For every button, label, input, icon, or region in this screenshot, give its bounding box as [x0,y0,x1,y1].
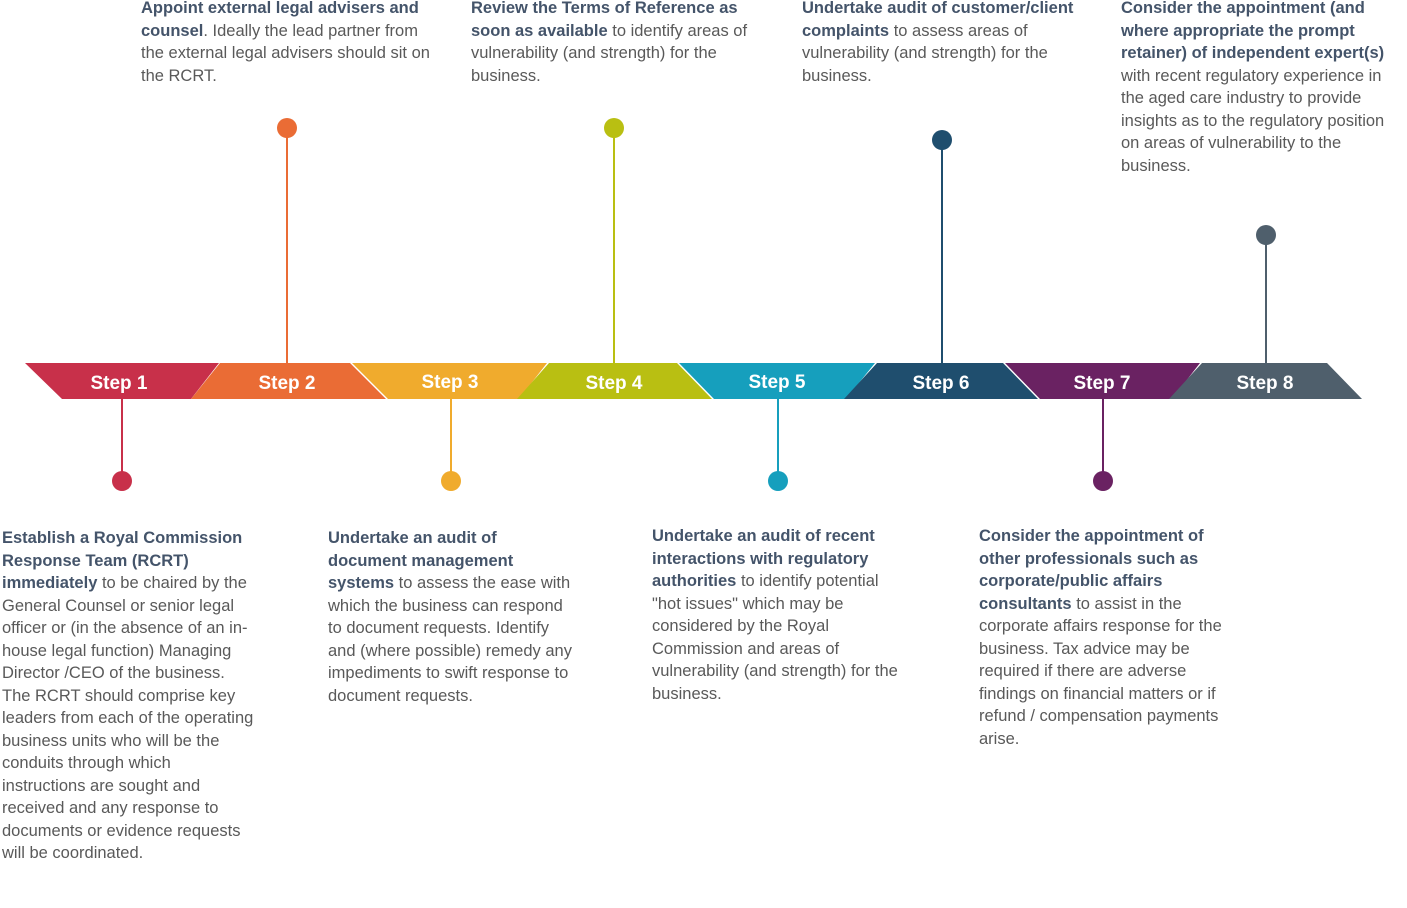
step-4-description: Review the Terms of Reference as soon as… [471,0,771,87]
step-7-label: Step 7 [1073,373,1130,394]
step-1-label: Step 1 [90,373,147,394]
step-5-heading: Undertake an audit of recent interaction… [652,527,875,590]
step-1-heading: Establish a Royal Commission Response Te… [2,529,243,592]
step-3-description: Undertake an audit of document managemen… [328,527,578,707]
step-6-body: to assess areas of vulnerability (and st… [802,21,1048,85]
step-6-banner [844,363,1038,399]
step-5-dot [768,471,788,491]
step-7-heading: Consider the appointment of other profes… [979,527,1204,613]
step-5-banner [679,363,875,399]
step-8-description: Consider the appointment (and where appr… [1121,0,1407,177]
step-5-body: to identify potential "hot issues" which… [652,572,898,703]
step-2-dot [277,118,297,138]
step-4-banner [517,363,712,399]
step-2-banner [191,363,386,399]
step-2-label: Step 2 [258,373,315,394]
step-7-banner [1005,363,1200,399]
step-6-heading: Undertake audit of customer/client compl… [802,0,1074,40]
step-4-dot [604,118,624,138]
step-3-body: to assess the ease with which the busine… [328,574,572,705]
step-7-description: Consider the appointment of other profes… [979,525,1229,750]
step-1-dot [112,471,132,491]
step-2-heading: Appoint external legal advisers and coun… [141,0,419,40]
step-1-body: to be chaired by the General Counsel or … [2,574,254,862]
step-6-description: Undertake audit of customer/client compl… [802,0,1092,87]
step-8-body: with recent regulatory experience in the… [1121,66,1385,175]
step-8-label: Step 8 [1236,373,1293,394]
step-8-banner [1169,363,1362,399]
step-7-dot [1093,471,1113,491]
step-4-body: to identify areas of vulnerability (and … [471,21,748,85]
step-6-label: Step 6 [912,373,969,394]
step-3-heading: Undertake an audit of document managemen… [328,529,514,592]
step-3-label: Step 3 [421,372,478,393]
step-8-dot [1256,225,1276,245]
step-7-body: to assist in the corporate affairs respo… [979,594,1222,748]
step-4-label: Step 4 [585,373,642,394]
step-5-description: Undertake an audit of recent interaction… [652,525,902,705]
step-1-description: Establish a Royal Commission Response Te… [2,527,254,865]
step-4-heading: Review the Terms of Reference as soon as… [471,0,738,40]
step-6-dot [932,130,952,150]
step-1-banner [25,363,219,399]
step-5-label: Step 5 [748,372,805,393]
step-8-heading: Consider the appointment (and where appr… [1121,0,1385,62]
step-3-banner [352,363,547,399]
step-2-description: Appoint external legal advisers and coun… [141,0,431,87]
step-2-body: . Ideally the lead partner from the exte… [141,21,430,85]
step-3-dot [441,471,461,491]
